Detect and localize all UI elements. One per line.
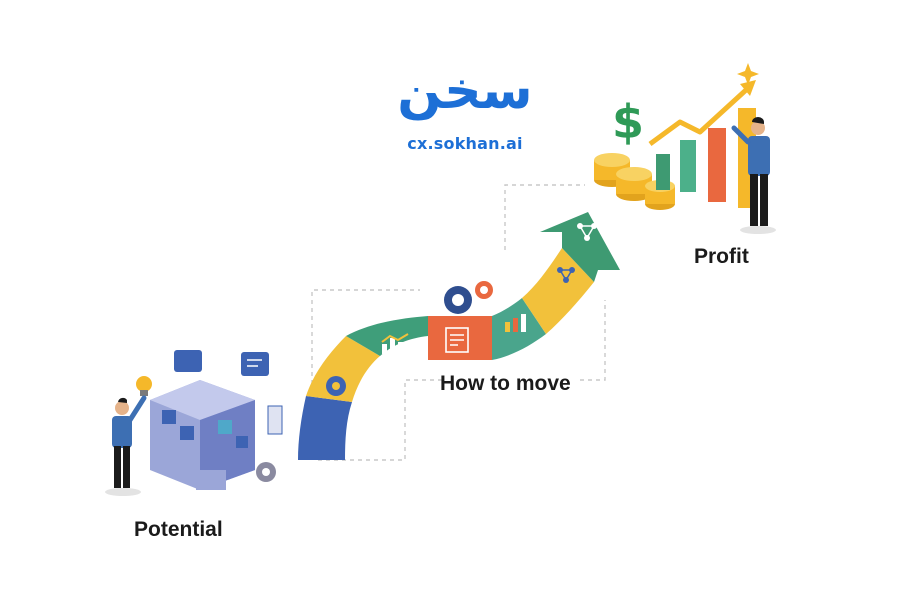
- network-icon: [557, 267, 575, 283]
- logo-glyph: سخن: [397, 61, 532, 121]
- stage-label-how-to-move: How to move: [440, 372, 571, 395]
- svg-text:$: $: [612, 95, 644, 149]
- path-segment-green-1: [346, 316, 428, 356]
- growth-path: [298, 212, 620, 460]
- bar-chart-icon: [381, 333, 409, 354]
- person-right: [731, 117, 776, 234]
- gear-icon: [256, 462, 276, 482]
- logo-mark: سخن: [397, 61, 532, 121]
- brand-url: cx.sokhan.ai: [407, 134, 523, 153]
- star-icon: [737, 63, 759, 85]
- lightbulb-icon: [136, 376, 152, 396]
- ai-brain-icon: [150, 380, 255, 490]
- path-segment-yellow-2: [522, 248, 594, 334]
- growth-chart-icon: [505, 314, 526, 332]
- path-segment-teal: [492, 298, 546, 360]
- chat-bubble-icon: [174, 350, 269, 376]
- stage-label-profit: Profit: [694, 245, 749, 268]
- path-segment-orange: [428, 316, 492, 360]
- brand-logo: سخن cx.sokhan.ai: [395, 30, 535, 160]
- document-icon: [267, 405, 283, 435]
- path-segment-yellow-1: [306, 336, 380, 402]
- person-left: [105, 395, 147, 496]
- path-segment-blue: [298, 396, 352, 460]
- growth-chart-icon: [648, 80, 756, 208]
- dollar-sign-icon: $: [612, 95, 644, 149]
- document-icon: [445, 327, 469, 353]
- gear-icon: [444, 286, 472, 314]
- gear-icon: [475, 281, 493, 299]
- network-icon: [577, 223, 597, 241]
- stage-label-potential: Potential: [134, 518, 223, 541]
- gear-icon: [326, 376, 346, 396]
- path-segment-green-2: [540, 212, 620, 282]
